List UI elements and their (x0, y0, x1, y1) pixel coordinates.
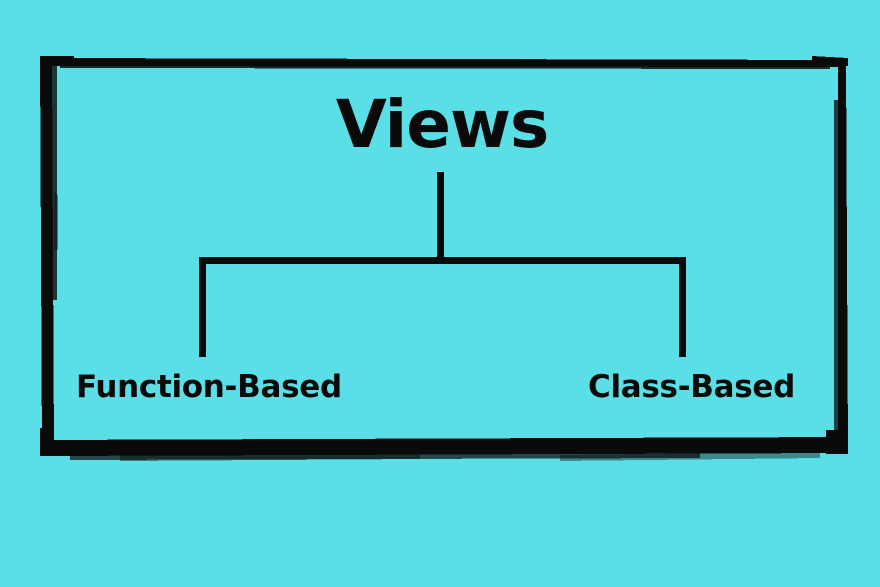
connector-drop-right (679, 257, 686, 357)
node-label-function-based: Function-Based (76, 369, 342, 405)
connector-branch-horizontal (199, 257, 686, 264)
connector-stem-vertical (437, 172, 444, 264)
diagram-title: Views (0, 92, 880, 158)
root-node-label: Views (335, 86, 550, 163)
connector-drop-left (199, 257, 206, 357)
node-label-class-based: Class-Based (588, 369, 795, 405)
